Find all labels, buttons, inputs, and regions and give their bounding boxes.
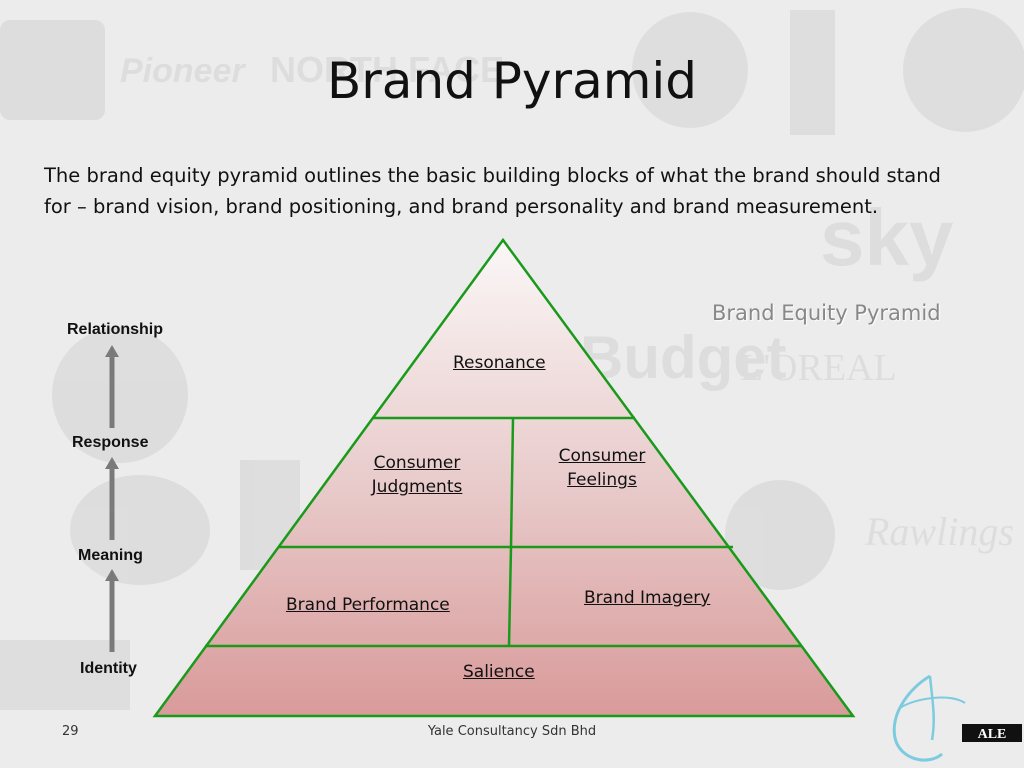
pyramid-divider	[507, 546, 513, 647]
ladder-meaning-label: Meaning	[78, 547, 143, 564]
pyramid-resonance: Resonance	[453, 353, 546, 373]
bg-logo-pioneer: Pioneer	[120, 52, 246, 90]
ladder-identity-label: Identity	[80, 660, 137, 677]
intro-paragraph: The brand equity pyramid outlines the ba…	[44, 164, 941, 218]
pyramid-brand-imagery: Brand Imagery	[584, 588, 711, 608]
page-number: 29	[62, 724, 79, 739]
brand-equity-pyramid-caption: Brand Equity Pyramid	[712, 301, 941, 325]
pyramid-brand-performance: Brand Performance	[286, 595, 450, 615]
yale-logo: ALE	[892, 674, 1022, 762]
up-arrow-icon	[105, 345, 119, 428]
bg-logo-budget: Budget	[580, 324, 787, 391]
pyramid-divider	[509, 417, 515, 548]
pyramid-salience: Salience	[463, 662, 535, 682]
pyramid-shape	[152, 237, 856, 718]
pyramid-consumer-feelings: Consumer Feelings	[558, 446, 646, 490]
footer-company: Yale Consultancy Sdn Bhd	[427, 724, 597, 739]
ladder-arrows	[105, 345, 119, 652]
slide-title: Brand Pyramid	[326, 52, 698, 110]
bg-logo-rawlings: Rawlings	[864, 509, 1014, 554]
ladder-relationship-label: Relationship	[67, 321, 164, 338]
bg-logo-north-face: NORTH FACE	[270, 49, 504, 90]
up-arrow-icon	[105, 569, 119, 652]
bg-logo-loreal: L'OREAL	[740, 347, 897, 389]
pyramid-consumer-judgments: Consumer Judgments	[371, 453, 463, 497]
up-arrow-icon	[105, 457, 119, 540]
ladder-response-label: Response	[72, 434, 149, 451]
yale-logo-text: ALE	[978, 727, 1007, 742]
bg-logo-sky: sky	[820, 193, 954, 282]
